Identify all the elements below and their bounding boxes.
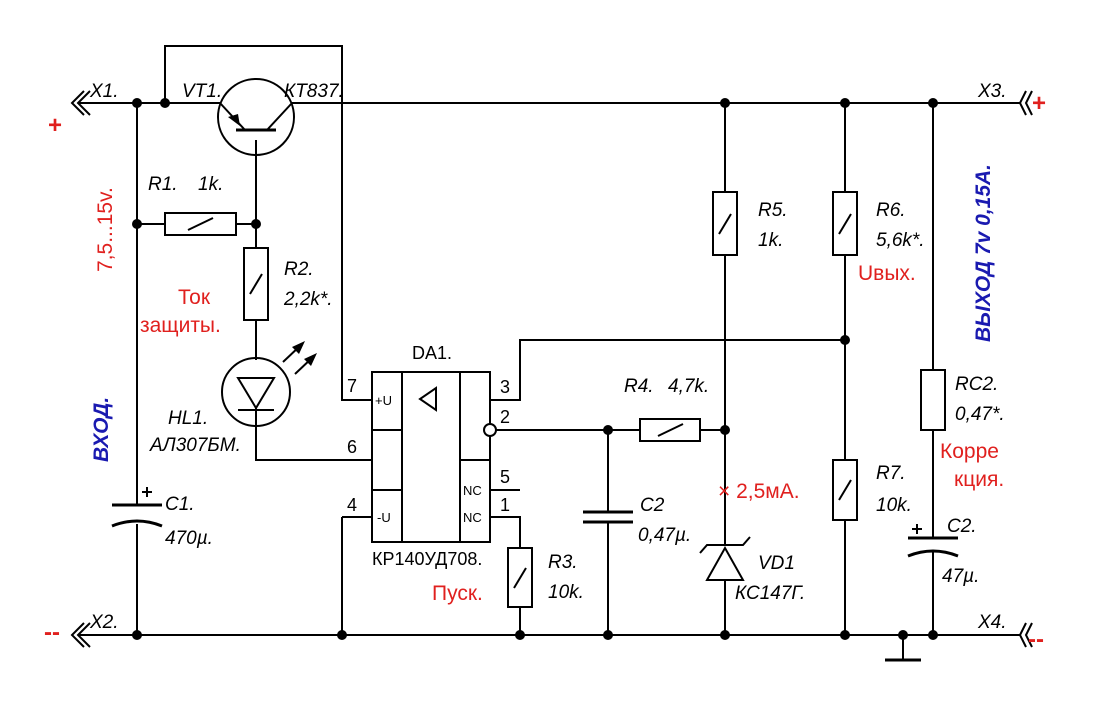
input-label: ВХОД. <box>90 397 113 462</box>
vd1-ref: VD1 <box>758 553 795 574</box>
rc2-value: 0,47*. <box>955 404 1005 425</box>
r1-value: 1k. <box>198 174 223 195</box>
opamp-da1 <box>371 371 497 543</box>
pin-6: 6 <box>347 437 357 457</box>
c1-value: 470µ. <box>165 528 213 549</box>
da1-nc-label-1: NC <box>463 483 482 498</box>
input-voltage-range: 7,5...15v. <box>94 187 117 272</box>
pin-5: 5 <box>500 467 510 487</box>
c2-output-value: 47µ. <box>942 566 979 587</box>
r5-ref: R5. <box>758 200 788 221</box>
pin-7: 7 <box>347 376 357 396</box>
r6-value: 5,6k*. <box>876 230 925 251</box>
capacitor-c1 <box>111 487 163 528</box>
da1-ref: DA1. <box>412 343 452 363</box>
capacitor-c2-output <box>907 524 959 558</box>
led-hl1 <box>221 341 317 427</box>
c1-ref: C1. <box>165 494 195 515</box>
c2-output-ref: C2. <box>947 516 977 537</box>
r1-ref: R1. <box>148 174 178 195</box>
zener-vd1 <box>699 536 751 581</box>
output-label: ВЫХОД 7v 0,15А. <box>972 164 995 342</box>
uout-label: Uвых. <box>858 262 916 285</box>
hl1-type: АЛ307БМ. <box>149 435 241 456</box>
rc2-ref: RC2. <box>955 374 998 395</box>
terminal-x3 <box>1018 90 1033 116</box>
da1-nc-label-2: NC <box>463 510 482 525</box>
r7-ref: R7. <box>876 463 906 484</box>
terminal-x2 <box>70 622 91 648</box>
vd1-type: КС147Г. <box>735 583 805 604</box>
terminal-x1-label: X1. <box>89 81 119 102</box>
r4-ref: R4. <box>624 376 654 397</box>
zener-current-label: × 2,5мА. <box>718 480 800 503</box>
r2-ref: R2. <box>284 259 314 280</box>
r5-value: 1k. <box>758 230 783 251</box>
start-label: Пуск. <box>432 582 483 605</box>
plus-sign-input: + <box>48 112 62 139</box>
minus-sign-output: -- <box>1028 626 1044 653</box>
correction-label-2: кция. <box>954 468 1004 491</box>
pin-1: 1 <box>500 495 510 515</box>
capacitor-c2 <box>583 510 633 524</box>
resistor-rc2 <box>920 369 946 431</box>
pin-3: 3 <box>500 377 510 397</box>
terminal-x4-label: X4. <box>977 612 1007 633</box>
transistor-vt1 <box>217 78 295 156</box>
r4-value: 4,7k. <box>668 376 709 397</box>
da1-type: КР140УД708. <box>372 549 482 569</box>
r3-value: 10k. <box>548 582 584 603</box>
junction-dots <box>132 98 938 640</box>
current-limit-label-1: Ток <box>178 286 211 309</box>
pin-4: 4 <box>347 495 357 515</box>
da1-minus-u-label: -U <box>377 510 391 525</box>
r6-ref: R6. <box>876 200 906 221</box>
c2-ref: C2 <box>640 495 665 516</box>
r2-value: 2,2k*. <box>283 289 333 310</box>
wires <box>78 45 1020 662</box>
c2-value: 0,47µ. <box>638 525 691 546</box>
minus-sign-input: -- <box>44 619 60 646</box>
terminal-x3-label: X3. <box>977 81 1007 102</box>
current-limit-label-2: защиты. <box>140 314 221 337</box>
plus-sign-output: + <box>1032 90 1046 117</box>
r7-value: 10k. <box>876 495 912 516</box>
vt1-type: КТ837. <box>284 81 344 102</box>
vt1-ref: VT1. <box>182 81 222 102</box>
resistor-r3 <box>507 547 533 608</box>
terminal-x1 <box>70 90 91 116</box>
da1-plus-u-label: +U <box>375 393 392 408</box>
pin-2: 2 <box>500 407 510 427</box>
r3-ref: R3. <box>548 552 578 573</box>
correction-label-1: Корре <box>940 440 999 463</box>
terminal-x2-label: X2. <box>89 612 119 633</box>
terminal-x4 <box>1018 622 1033 648</box>
hl1-ref: HL1. <box>168 408 208 429</box>
